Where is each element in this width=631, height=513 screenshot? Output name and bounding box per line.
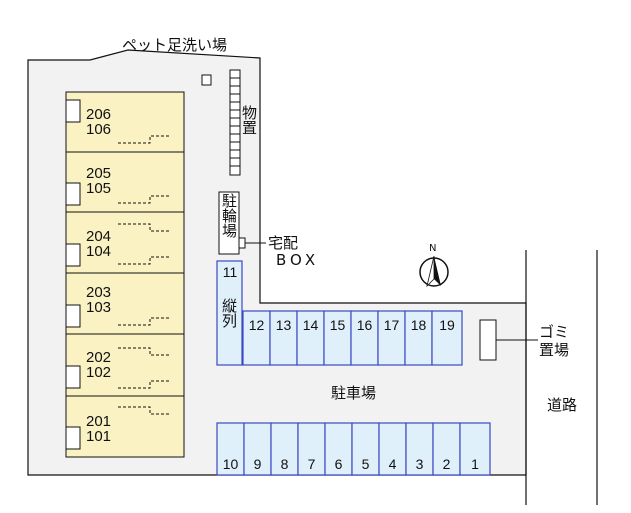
north-label: N xyxy=(429,243,437,254)
parking-number: 3 xyxy=(415,456,424,472)
unit-lower: 105 xyxy=(86,180,112,197)
unit-lower: 104 xyxy=(86,243,112,260)
pet-wash-label: ペット足洗い場 xyxy=(122,36,228,54)
parking-number: 1 xyxy=(471,456,479,472)
parking-number: 8 xyxy=(280,456,289,472)
bike-parking-box xyxy=(218,191,240,255)
pet-wash-box xyxy=(201,74,212,86)
parking-number: 17 xyxy=(383,317,400,333)
unit-lower: 102 xyxy=(86,364,112,381)
delivery-box-label: 宅配 xyxy=(268,234,299,252)
parking-number: 18 xyxy=(410,317,427,333)
unit-upper: 206 xyxy=(86,106,112,123)
parking-row-bottom xyxy=(216,422,491,476)
road-label: 道路 xyxy=(547,396,578,414)
parking-number: 10 xyxy=(222,456,239,472)
parking-number: 13 xyxy=(275,317,292,333)
vertical-parking-label: 縦列 xyxy=(220,298,238,328)
unit-upper: 203 xyxy=(86,284,112,301)
parking-number: 9 xyxy=(253,456,262,472)
parking-number: 4 xyxy=(388,456,397,472)
unit-lower: 103 xyxy=(86,299,112,316)
parking-space-11 xyxy=(216,260,243,366)
storage-label: 物置 xyxy=(240,105,258,135)
unit-lower: 101 xyxy=(86,428,112,445)
parking-number: 2 xyxy=(442,456,451,472)
bike-parking-label: 駐輪場 xyxy=(220,193,238,238)
parking-number-11: 11 xyxy=(222,264,238,280)
parking-number: 5 xyxy=(361,456,370,472)
delivery-box xyxy=(238,237,246,249)
parking-number: 12 xyxy=(248,317,265,333)
parking-number: 14 xyxy=(302,317,319,333)
unit-upper: 201 xyxy=(86,413,112,430)
unit-lower: 106 xyxy=(86,121,112,138)
unit-upper: 204 xyxy=(86,228,112,245)
storage-shed xyxy=(229,69,241,176)
trash-sub-label: 置場 xyxy=(539,341,570,359)
parking-number: 6 xyxy=(334,456,343,472)
parking-row-top xyxy=(242,310,463,366)
parking-lot-label: 駐車場 xyxy=(331,384,377,402)
unit-upper: 202 xyxy=(86,349,112,366)
parking-number: 19 xyxy=(439,317,455,333)
trash-label: ゴミ xyxy=(539,323,570,341)
parking-number: 15 xyxy=(329,317,346,333)
delivery-box-sub-label: BOX xyxy=(276,251,320,269)
unit-upper: 205 xyxy=(86,165,112,182)
apartment-building xyxy=(65,91,185,458)
parking-number: 7 xyxy=(307,456,316,472)
north-arrow-icon xyxy=(419,255,449,288)
parking-number: 16 xyxy=(356,317,373,333)
trash-area-box xyxy=(479,319,497,361)
